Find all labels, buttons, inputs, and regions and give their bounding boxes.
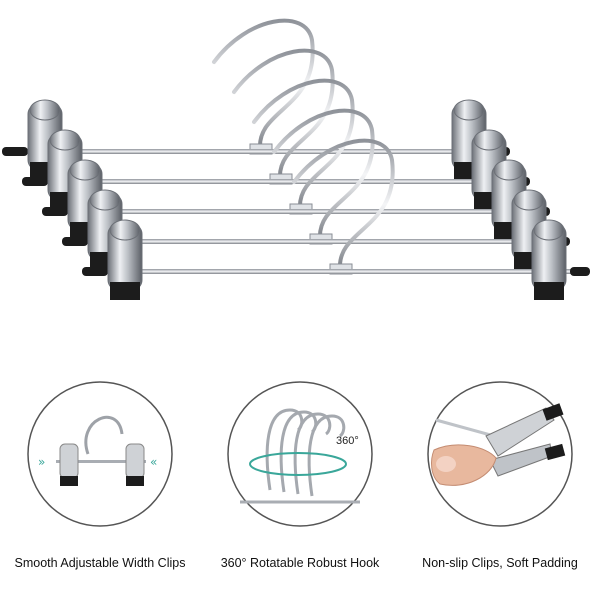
end-cap-icon bbox=[82, 267, 108, 276]
feature-non-slip-clips: Non-slip Clips, Soft Padding bbox=[400, 380, 600, 570]
right-arrows-icon: « bbox=[150, 455, 157, 469]
hanger-bar bbox=[102, 269, 572, 274]
hanger-set-photo bbox=[2, 18, 590, 300]
finger-icon bbox=[431, 444, 497, 486]
end-cap-icon bbox=[62, 237, 88, 246]
end-cap-icon bbox=[42, 207, 68, 216]
left-arrows-icon: » bbox=[38, 455, 45, 469]
feature-caption: Non-slip Clips, Soft Padding bbox=[422, 556, 578, 570]
feature-adjustable-clips: » « Smooth Adjustable Width Clips bbox=[0, 380, 200, 570]
hanger-hook bbox=[232, 48, 335, 180]
hanger-bar bbox=[42, 179, 512, 184]
hanger bbox=[82, 138, 590, 300]
rotation-arrow-icon bbox=[249, 452, 347, 476]
hanger-hook bbox=[252, 78, 355, 210]
end-cap-icon bbox=[22, 177, 48, 186]
feature-rotatable-hook: 360° 360° Rotatable Robust Hook bbox=[200, 380, 400, 570]
hanger-bar bbox=[82, 239, 552, 244]
right-clip-icon bbox=[125, 443, 145, 486]
hanger-hook bbox=[292, 138, 395, 270]
rotating-hook-illustration: 360° bbox=[227, 381, 373, 527]
hanger-bar bbox=[22, 149, 492, 154]
end-cap-icon bbox=[570, 267, 590, 276]
end-cap-icon bbox=[2, 147, 28, 156]
left-clip-icon bbox=[59, 443, 79, 486]
adjustable-clips-illustration: » « bbox=[27, 381, 173, 527]
finger-pressing-clip-photo bbox=[427, 381, 573, 527]
hanger-hook bbox=[212, 18, 315, 150]
feature-caption: Smooth Adjustable Width Clips bbox=[14, 556, 186, 570]
hanger-hook bbox=[272, 108, 375, 240]
feature-caption: 360° Rotatable Robust Hook bbox=[220, 556, 380, 570]
hanger-clip-icon bbox=[107, 219, 143, 300]
hanger-bar bbox=[62, 209, 532, 214]
hanger-clip-icon bbox=[531, 219, 567, 300]
rotation-badge: 360° bbox=[336, 435, 359, 447]
